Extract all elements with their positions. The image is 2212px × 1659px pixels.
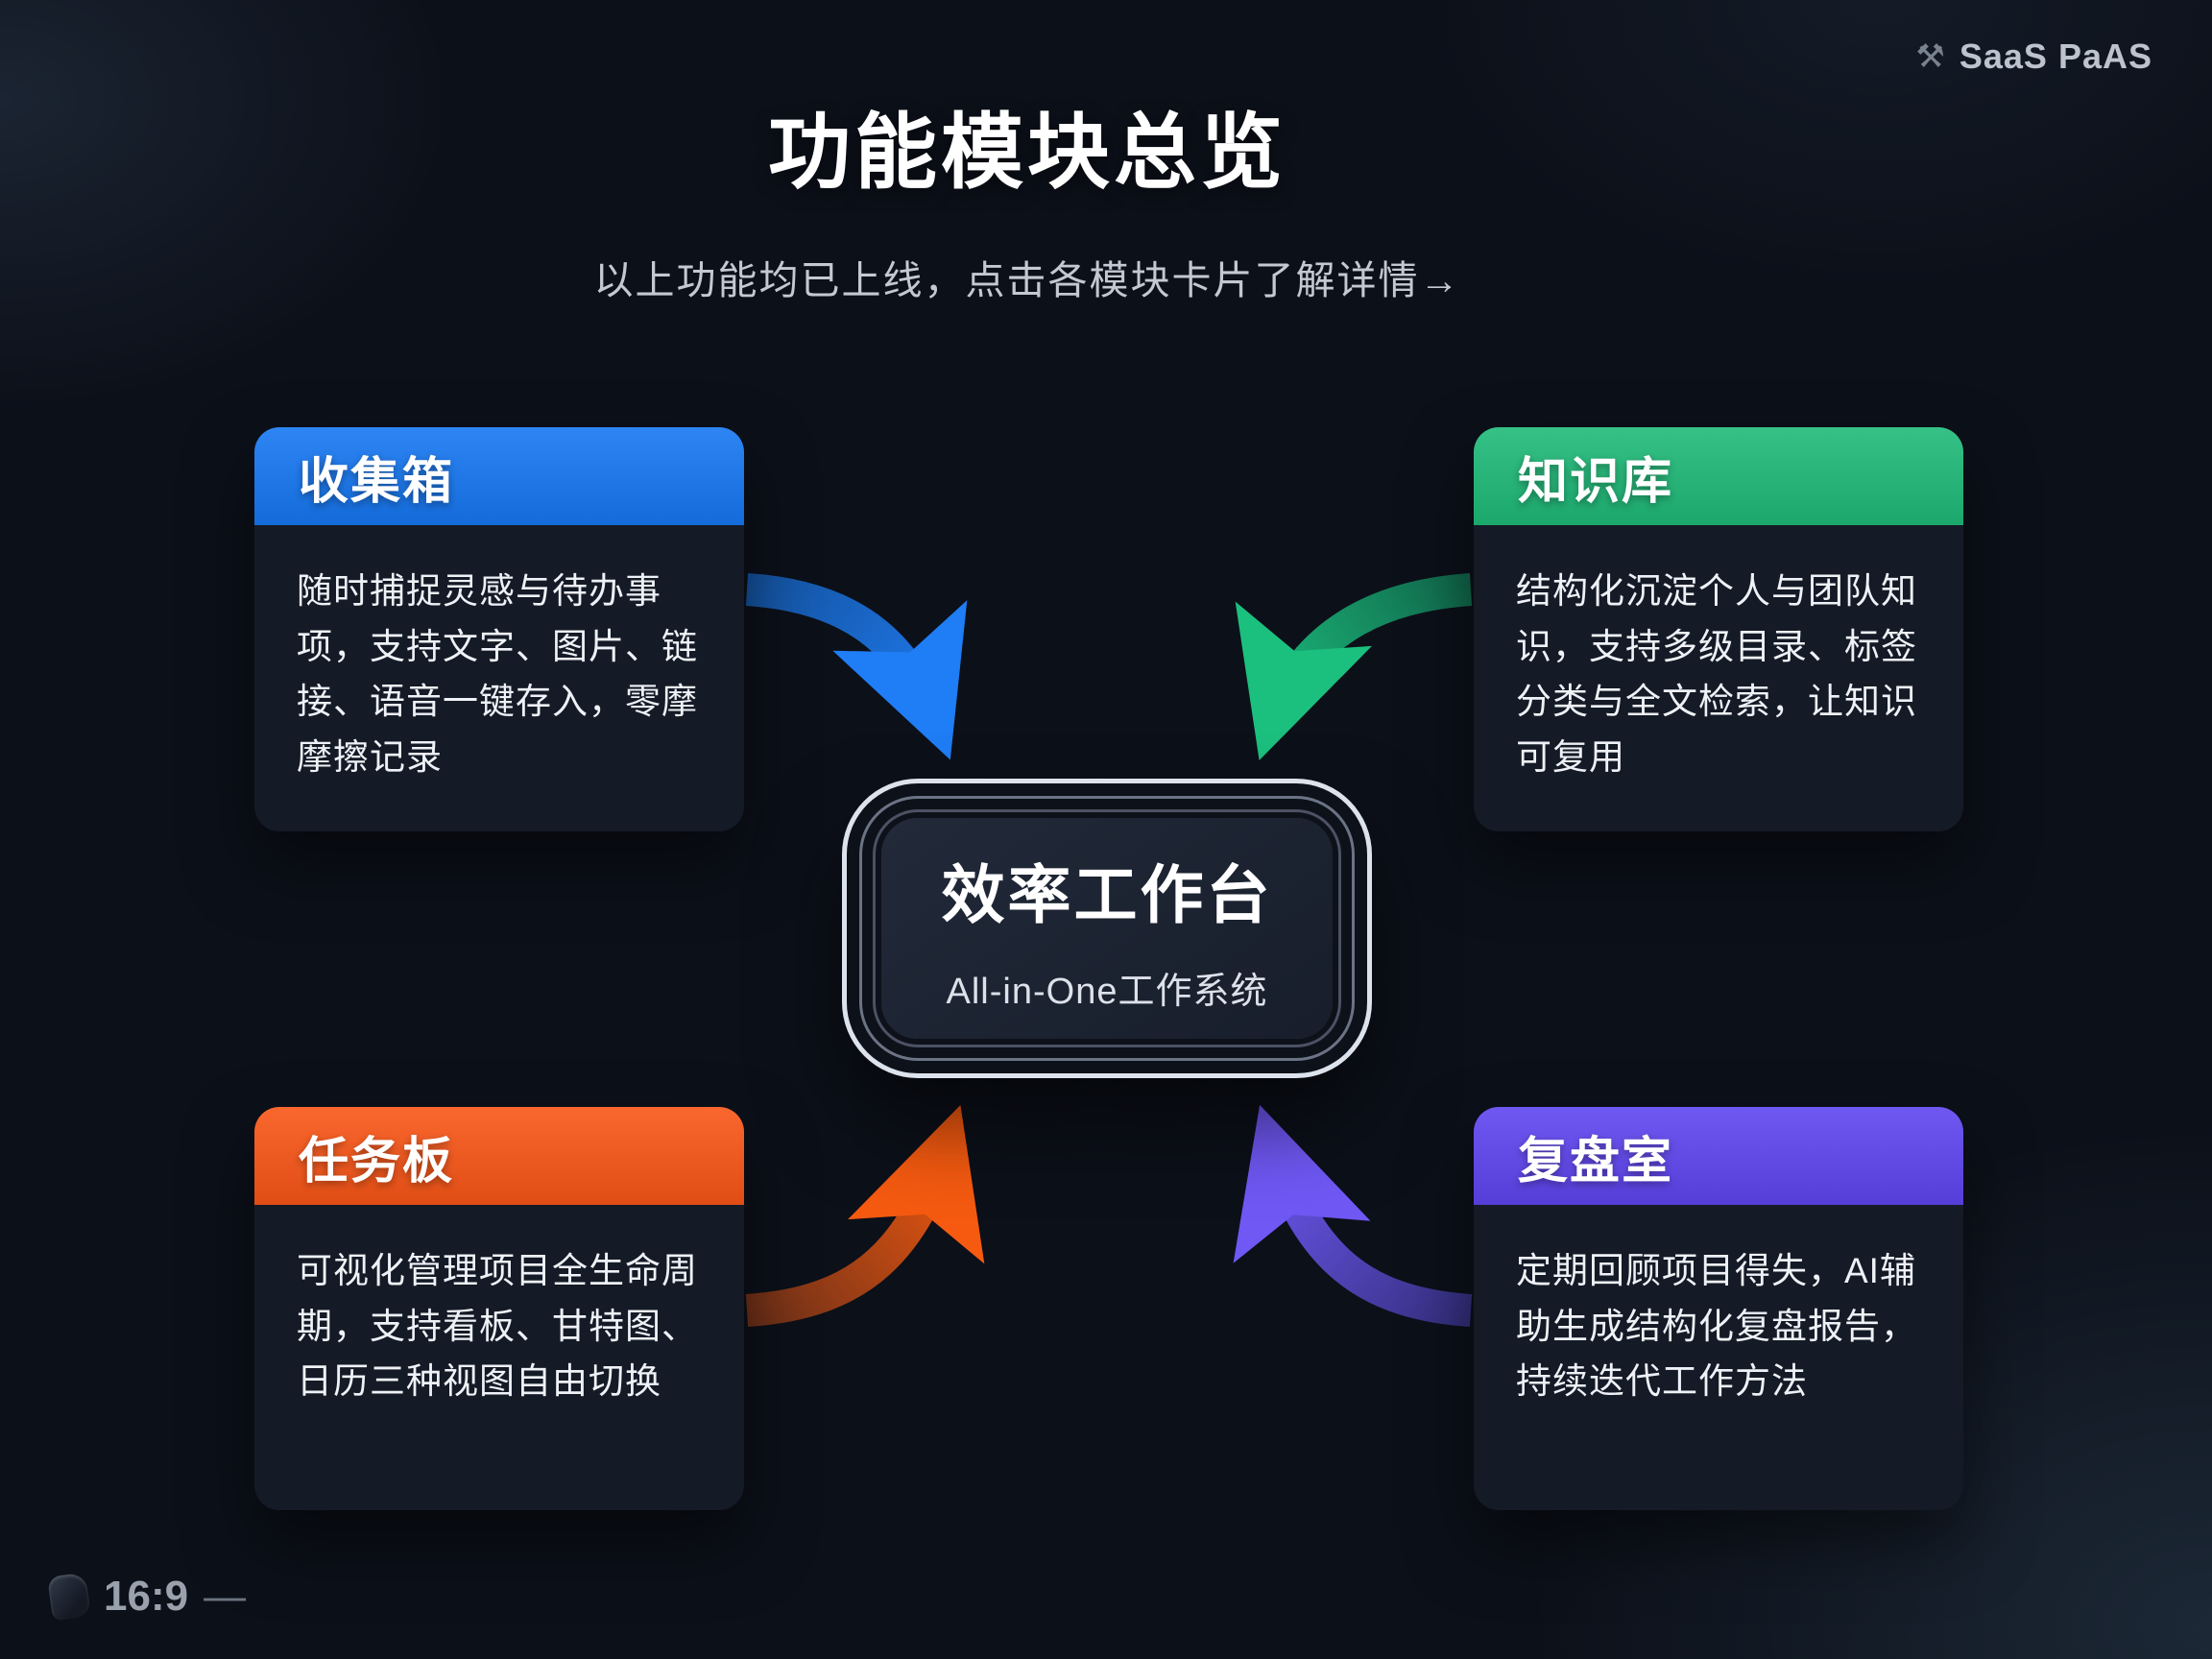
arrow-task-to-center [745, 1104, 985, 1327]
brand: ⚒ SaaS PaAS [1915, 36, 2152, 77]
center-hub-title: 效率工作台 [941, 858, 1273, 930]
arrow-knowledge-to-center [1235, 573, 1473, 761]
center-hub-subtitle: All-in-One工作系统 [946, 971, 1268, 1012]
card-task-board[interactable]: 任务板 可视化管理项目全生命周期，支持看板、甘特图、日历三种视图自由切换 [254, 1107, 744, 1510]
card-task-board-header: 任务板 [254, 1107, 744, 1205]
card-task-board-title: 任务板 [299, 1133, 455, 1190]
page-subtitle: 以上功能均已上线，点击各模块卡片了解详情→ [593, 258, 1461, 302]
card-task-board-description: 可视化管理项目全生命周期，支持看板、甘特图、日历三种视图自由切换 [297, 1251, 698, 1402]
card-knowledge-base-header: 知识库 [1474, 427, 1963, 525]
footer-dash: — [204, 1573, 247, 1620]
card-knowledge-base[interactable]: 知识库 结构化沉淀个人与团队知识，支持多级目录、标签分类与全文检索，让知识可复用 [1474, 427, 1963, 831]
footer-logo-icon [46, 1572, 92, 1622]
crossed-tools-icon: ⚒ [1915, 38, 1946, 75]
aspect-ratio-label: 16:9 [104, 1573, 189, 1620]
card-collection-box-title: 收集箱 [299, 453, 455, 510]
arrow-review-to-center [1233, 1104, 1473, 1327]
card-review-room-title: 复盘室 [1518, 1133, 1674, 1190]
card-knowledge-base-description: 结构化沉淀个人与团队知识，支持多级目录、标签分类与全文检索，让知识可复用 [1516, 571, 1917, 778]
card-collection-box[interactable]: 收集箱 随时捕捉灵感与待办事项，支持文字、图片、链接、语音一键存入，零摩摩擦记录 [254, 427, 744, 831]
footer: 16:9 — [46, 1572, 247, 1622]
card-collection-box-header: 收集箱 [254, 427, 744, 525]
arrow-collection-to-center [745, 573, 968, 760]
brand-name: SaaS PaAS [1959, 36, 2152, 76]
center-hub: 效率工作台 All-in-One工作系统 [881, 818, 1333, 1039]
page-title: 功能模块总览 [768, 107, 1286, 199]
card-knowledge-base-title: 知识库 [1518, 453, 1674, 510]
card-review-room[interactable]: 复盘室 定期回顾项目得失，AI辅助生成结构化复盘报告，持续迭代工作方法 [1474, 1107, 1963, 1510]
card-review-room-description: 定期回顾项目得失，AI辅助生成结构化复盘报告，持续迭代工作方法 [1516, 1251, 1917, 1402]
card-collection-box-description: 随时捕捉灵感与待办事项，支持文字、图片、链接、语音一键存入，零摩摩擦记录 [297, 571, 698, 778]
card-review-room-header: 复盘室 [1474, 1107, 1963, 1205]
